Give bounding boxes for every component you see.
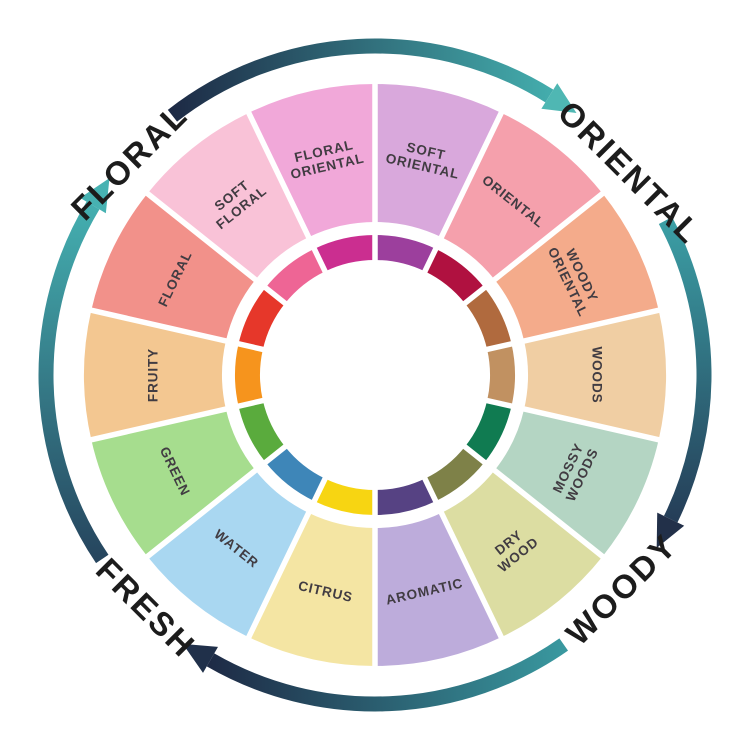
segment-fruity-inner [235,343,263,407]
segment-divider [143,189,293,310]
segment-floral-inner [238,287,286,350]
segment-divider [244,108,331,279]
segment-label-woods: WOODS [589,347,604,404]
flow-arc-right [658,217,712,523]
segment-dry-wood-inner [424,446,485,502]
segment-floral-oriental-inner [314,235,375,272]
segment-woods-inner [487,343,515,407]
segment-divider [479,306,663,354]
flow-arrowhead-left [80,178,110,214]
flow-arrowhead-top [541,83,577,113]
segment-woods-outer [524,310,666,440]
segment-divider [479,396,663,444]
segment-aromatic-outer [375,512,502,666]
segment-divider [87,396,271,444]
segment-aromatic-inner [375,478,436,515]
segment-divider [457,189,607,310]
segment-soft-floral-inner [265,248,326,304]
segment-citrus-outer [248,512,375,666]
flow-arrowhead-right [656,512,685,548]
segment-green-inner [238,400,286,463]
segment-divider [457,440,607,561]
segment-oriental-inner [424,248,485,304]
segment-soft-oriental-outer [375,84,502,238]
segment-divider [244,471,331,642]
flow-arc-left [38,201,109,564]
segment-water-inner [265,446,326,502]
flow-arc-bottom [206,638,569,712]
segment-floral-outer [91,193,256,341]
segment-citrus-inner [314,478,375,515]
flow-arc-top [167,38,554,122]
flow-arrowhead-bottom [182,643,218,673]
segment-divider [143,440,293,561]
segment-green-outer [91,409,256,557]
segment-woody-oriental-inner [464,287,512,350]
segment-woody-oriental-outer [494,193,659,341]
segment-soft-oriental-inner [375,235,436,272]
segment-fruity-outer [84,310,226,440]
segment-divider [419,471,506,642]
segment-divider [419,108,506,279]
segment-label-fruity: FRUITY [146,348,161,402]
segment-mossy-woods-inner [464,400,512,463]
segment-mossy-woods-outer [494,409,659,557]
segment-floral-oriental-outer [248,84,375,238]
segment-divider [87,306,271,354]
